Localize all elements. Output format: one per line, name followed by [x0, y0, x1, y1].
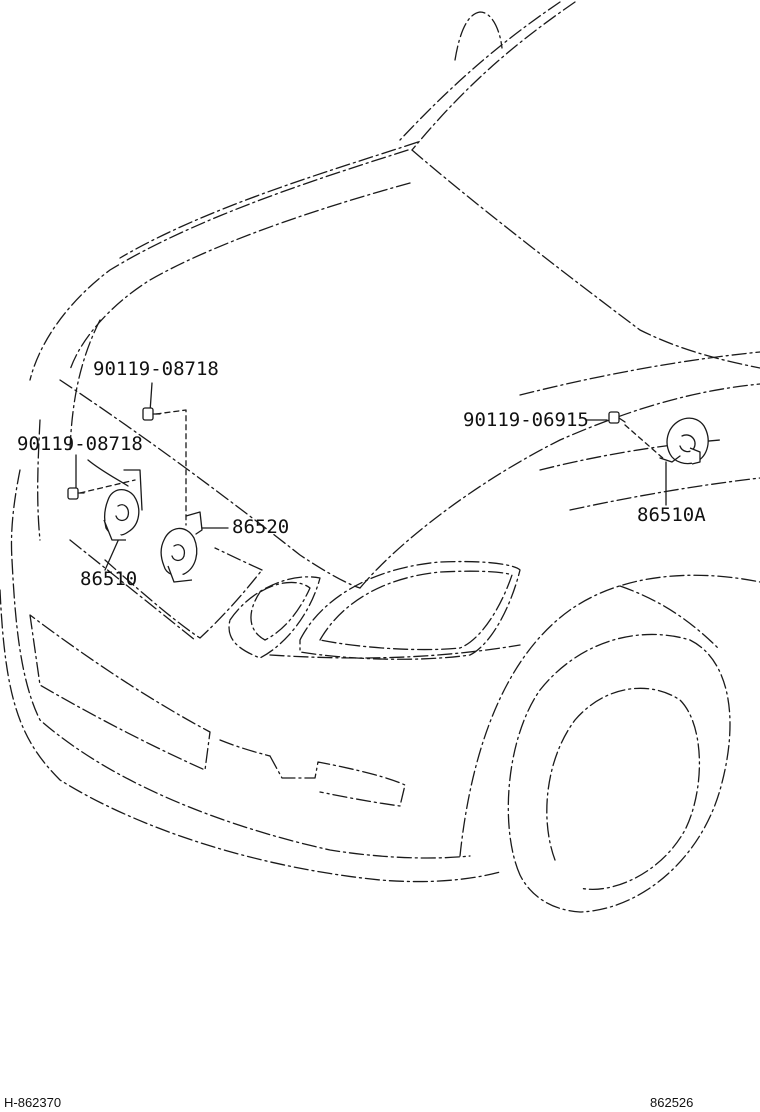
footer-left-code: H-862370: [4, 1095, 62, 1110]
bumper-outline: [0, 559, 501, 883]
wheel-outline: [459, 574, 760, 913]
bolt-right: [608, 411, 626, 424]
horn-right: [659, 417, 709, 465]
callout-bolt-right: 90119-06915: [463, 409, 589, 431]
bolt-left: [67, 487, 85, 500]
callout-bolt-upper-left: 90119-08718: [93, 358, 219, 380]
fender-outline: [519, 351, 760, 511]
footer-right-code: 862526: [650, 1095, 694, 1110]
headlight-left: [228, 576, 321, 659]
headlight-right: [269, 560, 521, 660]
callout-bolt-left: 90119-08718: [17, 433, 143, 455]
callout-bracket: 86520: [232, 516, 290, 538]
callout-horn-left: 86510: [80, 568, 138, 590]
horn-left-inner: [160, 511, 203, 583]
windshield-outline: [399, 1, 576, 151]
leader-lines: [75, 382, 667, 571]
grille-outline: [69, 539, 263, 641]
bolt-upper-left: [142, 407, 161, 421]
horn-left-outer: [103, 469, 143, 541]
callout-horn-right: 86510A: [637, 504, 706, 526]
